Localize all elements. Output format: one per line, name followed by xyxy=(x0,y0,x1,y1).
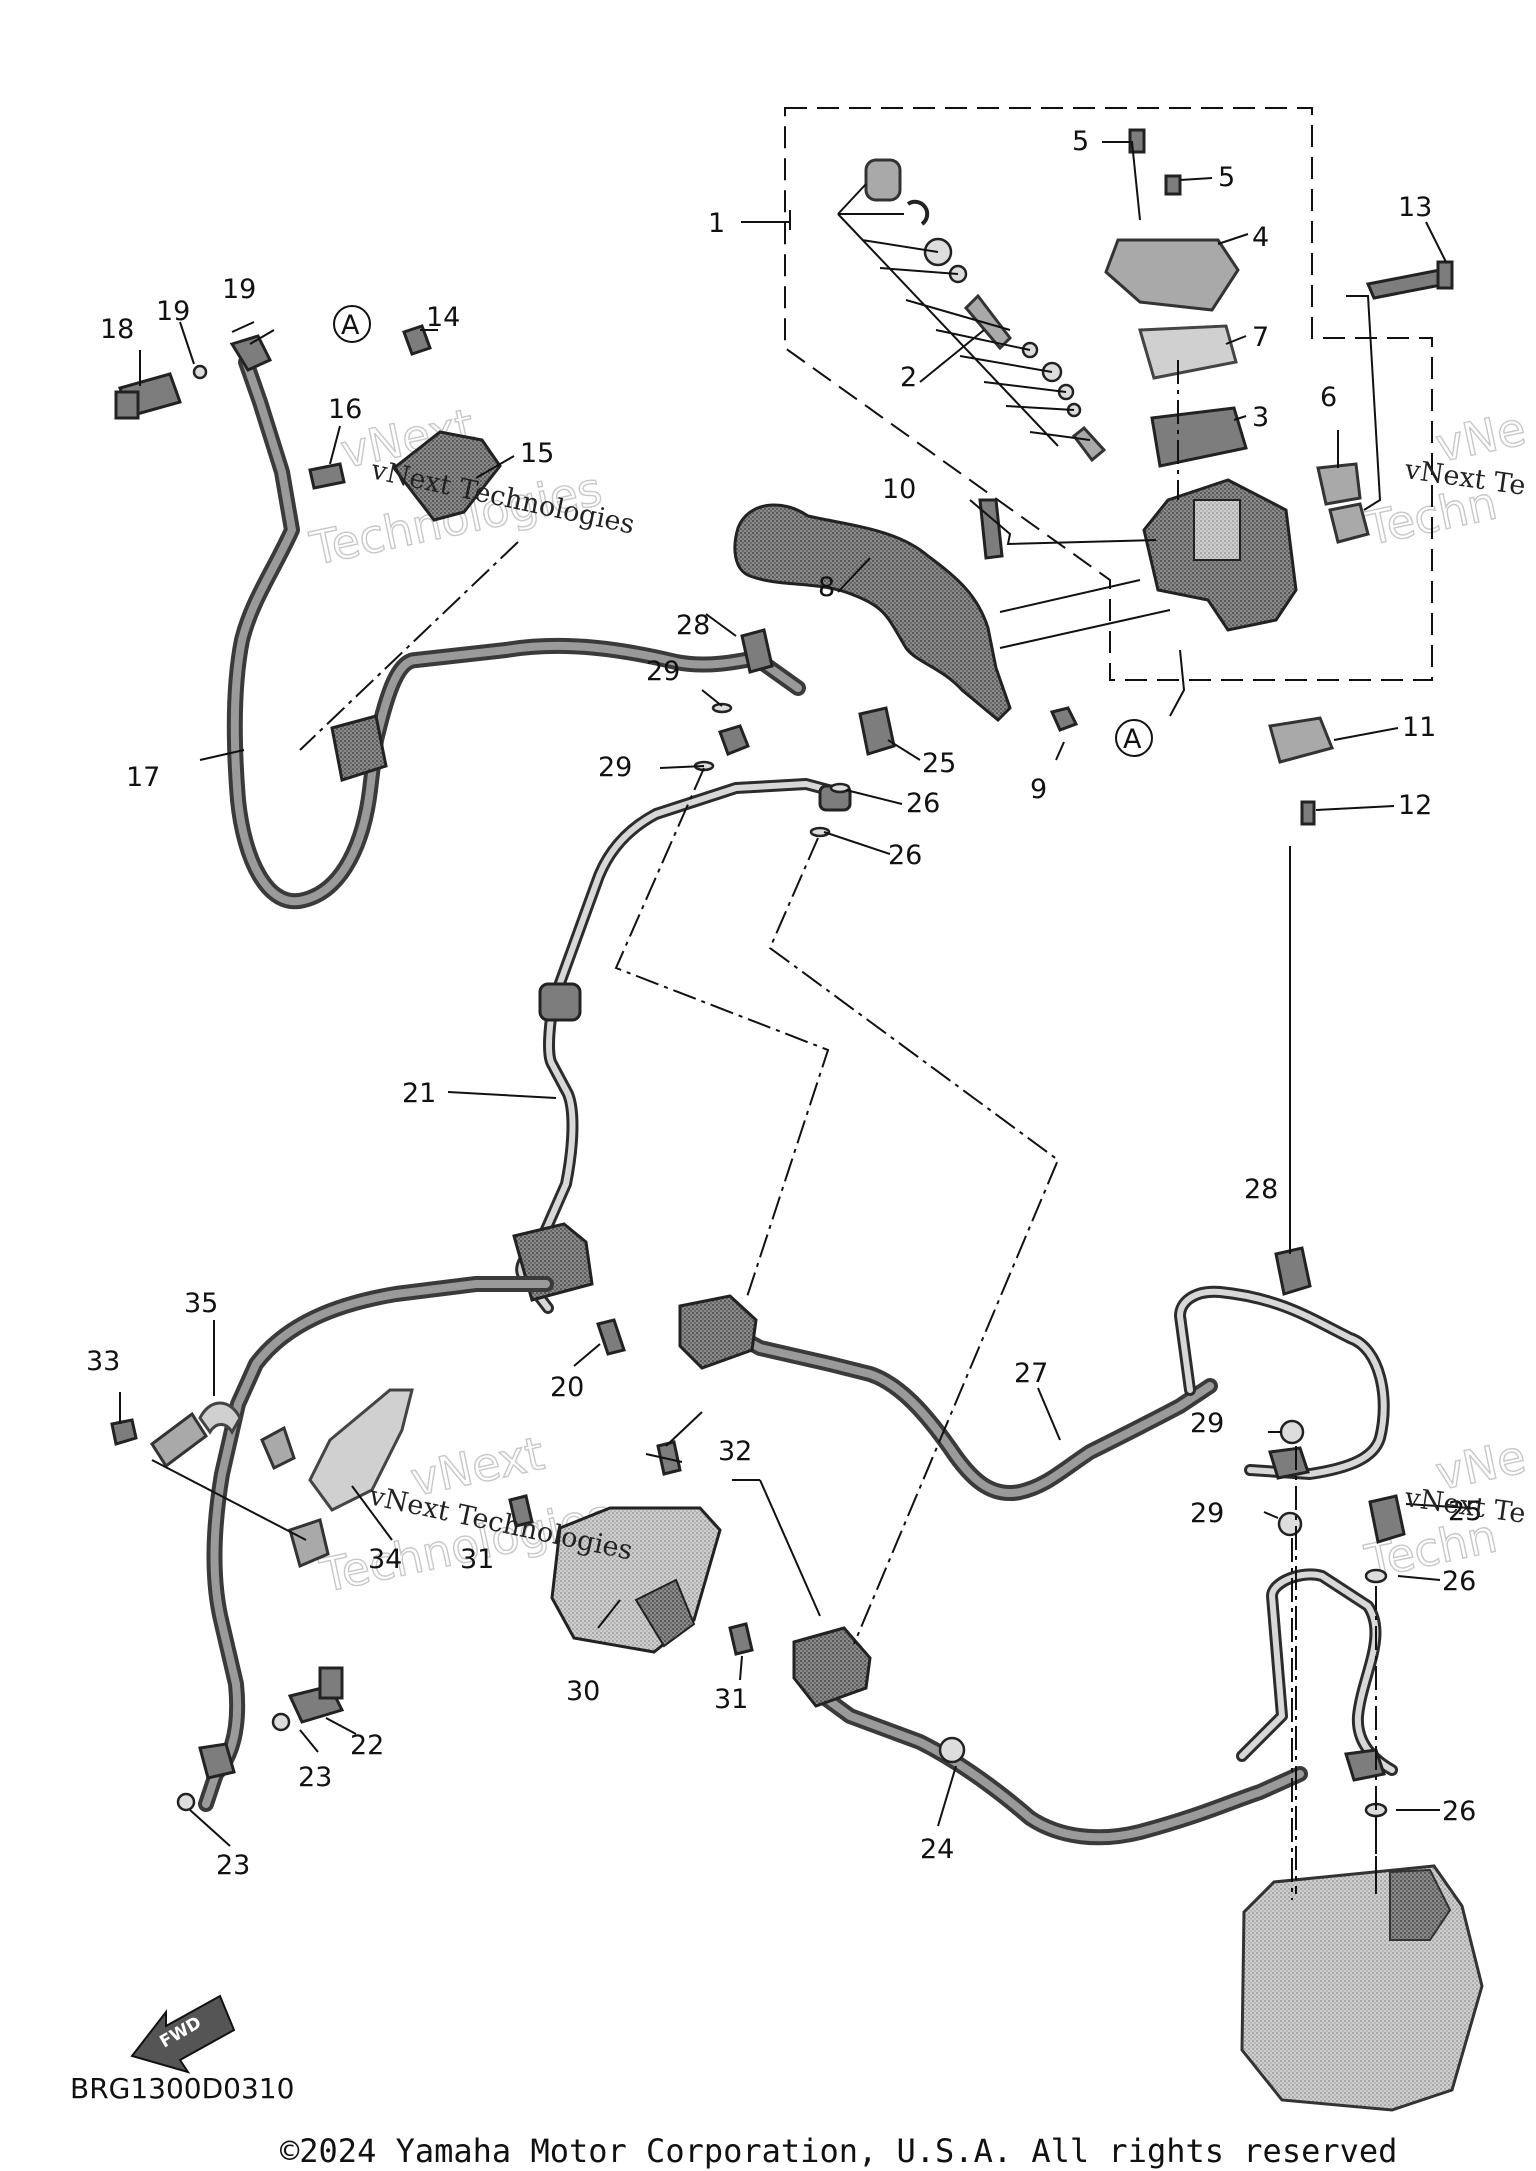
diaphragm xyxy=(1150,406,1248,468)
screw-12 xyxy=(1300,800,1316,826)
bolt-20 xyxy=(596,1318,626,1356)
callout-14: 14 xyxy=(426,302,460,333)
callout-23b: 23 xyxy=(216,1850,250,1881)
callout-2: 2 xyxy=(900,362,917,393)
diagram-code: BRG1300D0310 xyxy=(70,2072,294,2105)
callout-11: 11 xyxy=(1402,712,1436,743)
ref-a-circle-lower xyxy=(1115,719,1153,757)
clamp-35 xyxy=(198,1401,242,1435)
callout-25b: 25 xyxy=(1448,1496,1482,1527)
callout-33: 33 xyxy=(86,1346,120,1377)
callout-4: 4 xyxy=(1252,222,1269,253)
callout-27: 27 xyxy=(1014,1358,1048,1389)
callout-5b: 5 xyxy=(1218,162,1235,193)
routing-lines xyxy=(299,360,1377,1900)
callout-1: 1 xyxy=(708,208,725,239)
brake-lever xyxy=(733,503,1012,723)
callout-19a: 19 xyxy=(156,296,190,327)
piston-kit xyxy=(864,158,1107,463)
callout-31b: 31 xyxy=(714,1684,748,1715)
callout-13: 13 xyxy=(1398,192,1432,223)
callout-17: 17 xyxy=(126,762,160,793)
callout-8: 8 xyxy=(818,572,835,603)
copyright-notice: ©2024 Yamaha Motor Corporation, U.S.A. A… xyxy=(280,2132,1397,2170)
fwd-arrow-icon: FWD xyxy=(130,1994,236,2074)
callout-3: 3 xyxy=(1252,402,1269,433)
leader-lines xyxy=(119,141,1471,1847)
callout-26d: 26 xyxy=(1442,1796,1476,1827)
bolt-33 xyxy=(110,1418,138,1446)
master-cylinder-group xyxy=(733,128,1454,826)
union-bolt-28 xyxy=(740,628,774,674)
callout-19b: 19 xyxy=(222,274,256,305)
lower-banjo xyxy=(198,1742,236,1780)
callout-10: 10 xyxy=(882,474,916,505)
callout-26b: 26 xyxy=(888,840,922,871)
hose-27-block xyxy=(678,1294,758,1370)
callout-28b: 28 xyxy=(1244,1174,1278,1205)
brake-switch xyxy=(1268,716,1335,764)
callout-31a: 31 xyxy=(460,1544,494,1575)
hose-24-block xyxy=(792,1626,872,1708)
reservoir-cap xyxy=(1104,238,1240,312)
bolt-16 xyxy=(308,462,346,490)
bracket-34 xyxy=(308,1388,414,1512)
callout-20: 20 xyxy=(550,1372,584,1403)
callout-30: 30 xyxy=(566,1676,600,1707)
ref-a-label-lower: A xyxy=(1123,724,1142,755)
callout-6: 6 xyxy=(1320,382,1337,413)
callout-5a: 5 xyxy=(1072,126,1089,157)
callout-16: 16 xyxy=(328,394,362,425)
callout-9: 9 xyxy=(1030,774,1047,805)
callout-28a: 28 xyxy=(676,610,710,641)
bolt-14 xyxy=(402,324,432,356)
callout-35: 35 xyxy=(184,1288,218,1319)
callout-23a: 23 xyxy=(298,1762,332,1793)
callout-labels: 1 2 3 4 5 5 6 7 8 9 10 11 12 13 14 15 16… xyxy=(86,126,1482,1881)
bolt-13 xyxy=(1365,268,1449,300)
assembly-1-boundary xyxy=(784,107,1433,681)
hose-joint xyxy=(330,714,388,782)
union-bolt-28-lower xyxy=(1274,1246,1312,1296)
callout-18: 18 xyxy=(100,314,134,345)
lower-left-hose-group xyxy=(110,1276,554,1812)
bolt-31-lower xyxy=(728,1622,754,1656)
pivot-bolt xyxy=(978,498,1004,560)
ref-a-label-upper: A xyxy=(341,310,360,341)
ref-a-circle-upper xyxy=(333,305,371,343)
union-bolt-25-lower xyxy=(1368,1494,1406,1544)
callout-25a: 25 xyxy=(922,748,956,779)
hose-bracket xyxy=(391,430,502,522)
callout-29b: 29 xyxy=(598,752,632,783)
callout-21: 21 xyxy=(402,1078,436,1109)
upper-hose-group xyxy=(114,324,806,910)
callout-24: 24 xyxy=(920,1834,954,1865)
callout-7: 7 xyxy=(1252,322,1269,353)
callout-29a: 29 xyxy=(646,656,680,687)
callout-22: 22 xyxy=(350,1730,384,1761)
hose-24 xyxy=(792,1568,1398,1846)
screw-5a xyxy=(1128,128,1146,154)
holder xyxy=(1316,462,1362,506)
union-bolt-25 xyxy=(858,706,896,756)
callout-34: 34 xyxy=(368,1544,402,1575)
callout-26c: 26 xyxy=(1442,1566,1476,1597)
hose-27 xyxy=(678,1285,1390,1502)
callout-15: 15 xyxy=(520,438,554,469)
screw-5b xyxy=(1164,174,1182,196)
nut xyxy=(1049,706,1079,732)
brake-pipe-21 xyxy=(512,778,852,1314)
banjo-upper xyxy=(229,334,273,372)
callout-26a: 26 xyxy=(906,788,940,819)
washer-29-upper xyxy=(711,702,733,714)
callout-29c: 29 xyxy=(1190,1408,1224,1439)
cap-plate xyxy=(1138,324,1238,380)
callout-12: 12 xyxy=(1398,790,1432,821)
callout-29d: 29 xyxy=(1190,1498,1224,1529)
callout-32: 32 xyxy=(718,1436,752,1467)
bolt-31-upper xyxy=(508,1494,534,1528)
